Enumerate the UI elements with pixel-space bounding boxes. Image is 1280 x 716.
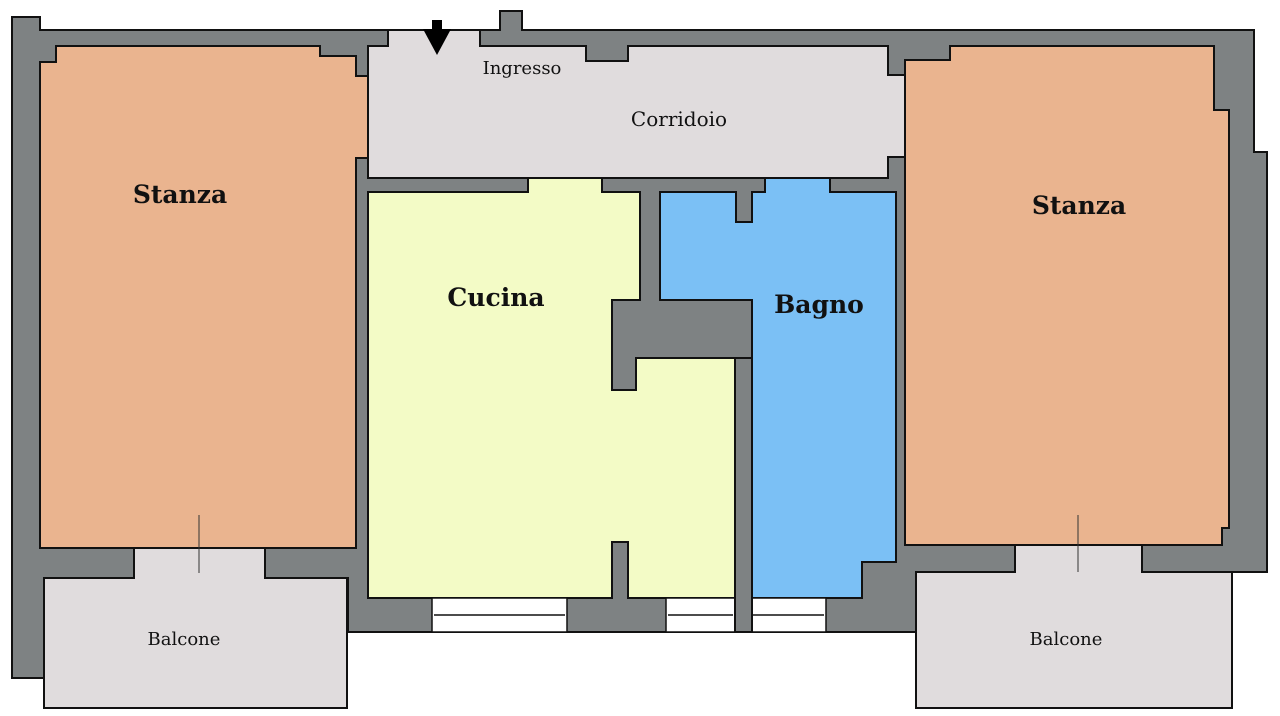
room-stanza-right[interactable] [904, 45, 1230, 546]
label-bagno: Bagno [774, 290, 864, 319]
label-balcone-left: Balcone [148, 629, 221, 650]
arrow-down-icon [423, 20, 451, 55]
room-corridoio[interactable] [367, 29, 906, 179]
label-balcone-right: Balcone [1030, 629, 1103, 650]
wall-cucina-bagno [734, 357, 753, 633]
room-stanza-left[interactable] [39, 45, 369, 549]
room-cucina[interactable] [367, 177, 736, 599]
label-corridoio: Corridoio [631, 107, 727, 131]
windows [431, 597, 827, 633]
label-stanza-left: Stanza [133, 180, 227, 209]
label-ingresso: Ingresso [483, 58, 562, 79]
label-stanza-right: Stanza [1032, 191, 1126, 220]
room-balcone-right[interactable] [915, 544, 1233, 709]
room-balcone-left[interactable] [43, 547, 348, 709]
label-cucina: Cucina [447, 283, 544, 312]
